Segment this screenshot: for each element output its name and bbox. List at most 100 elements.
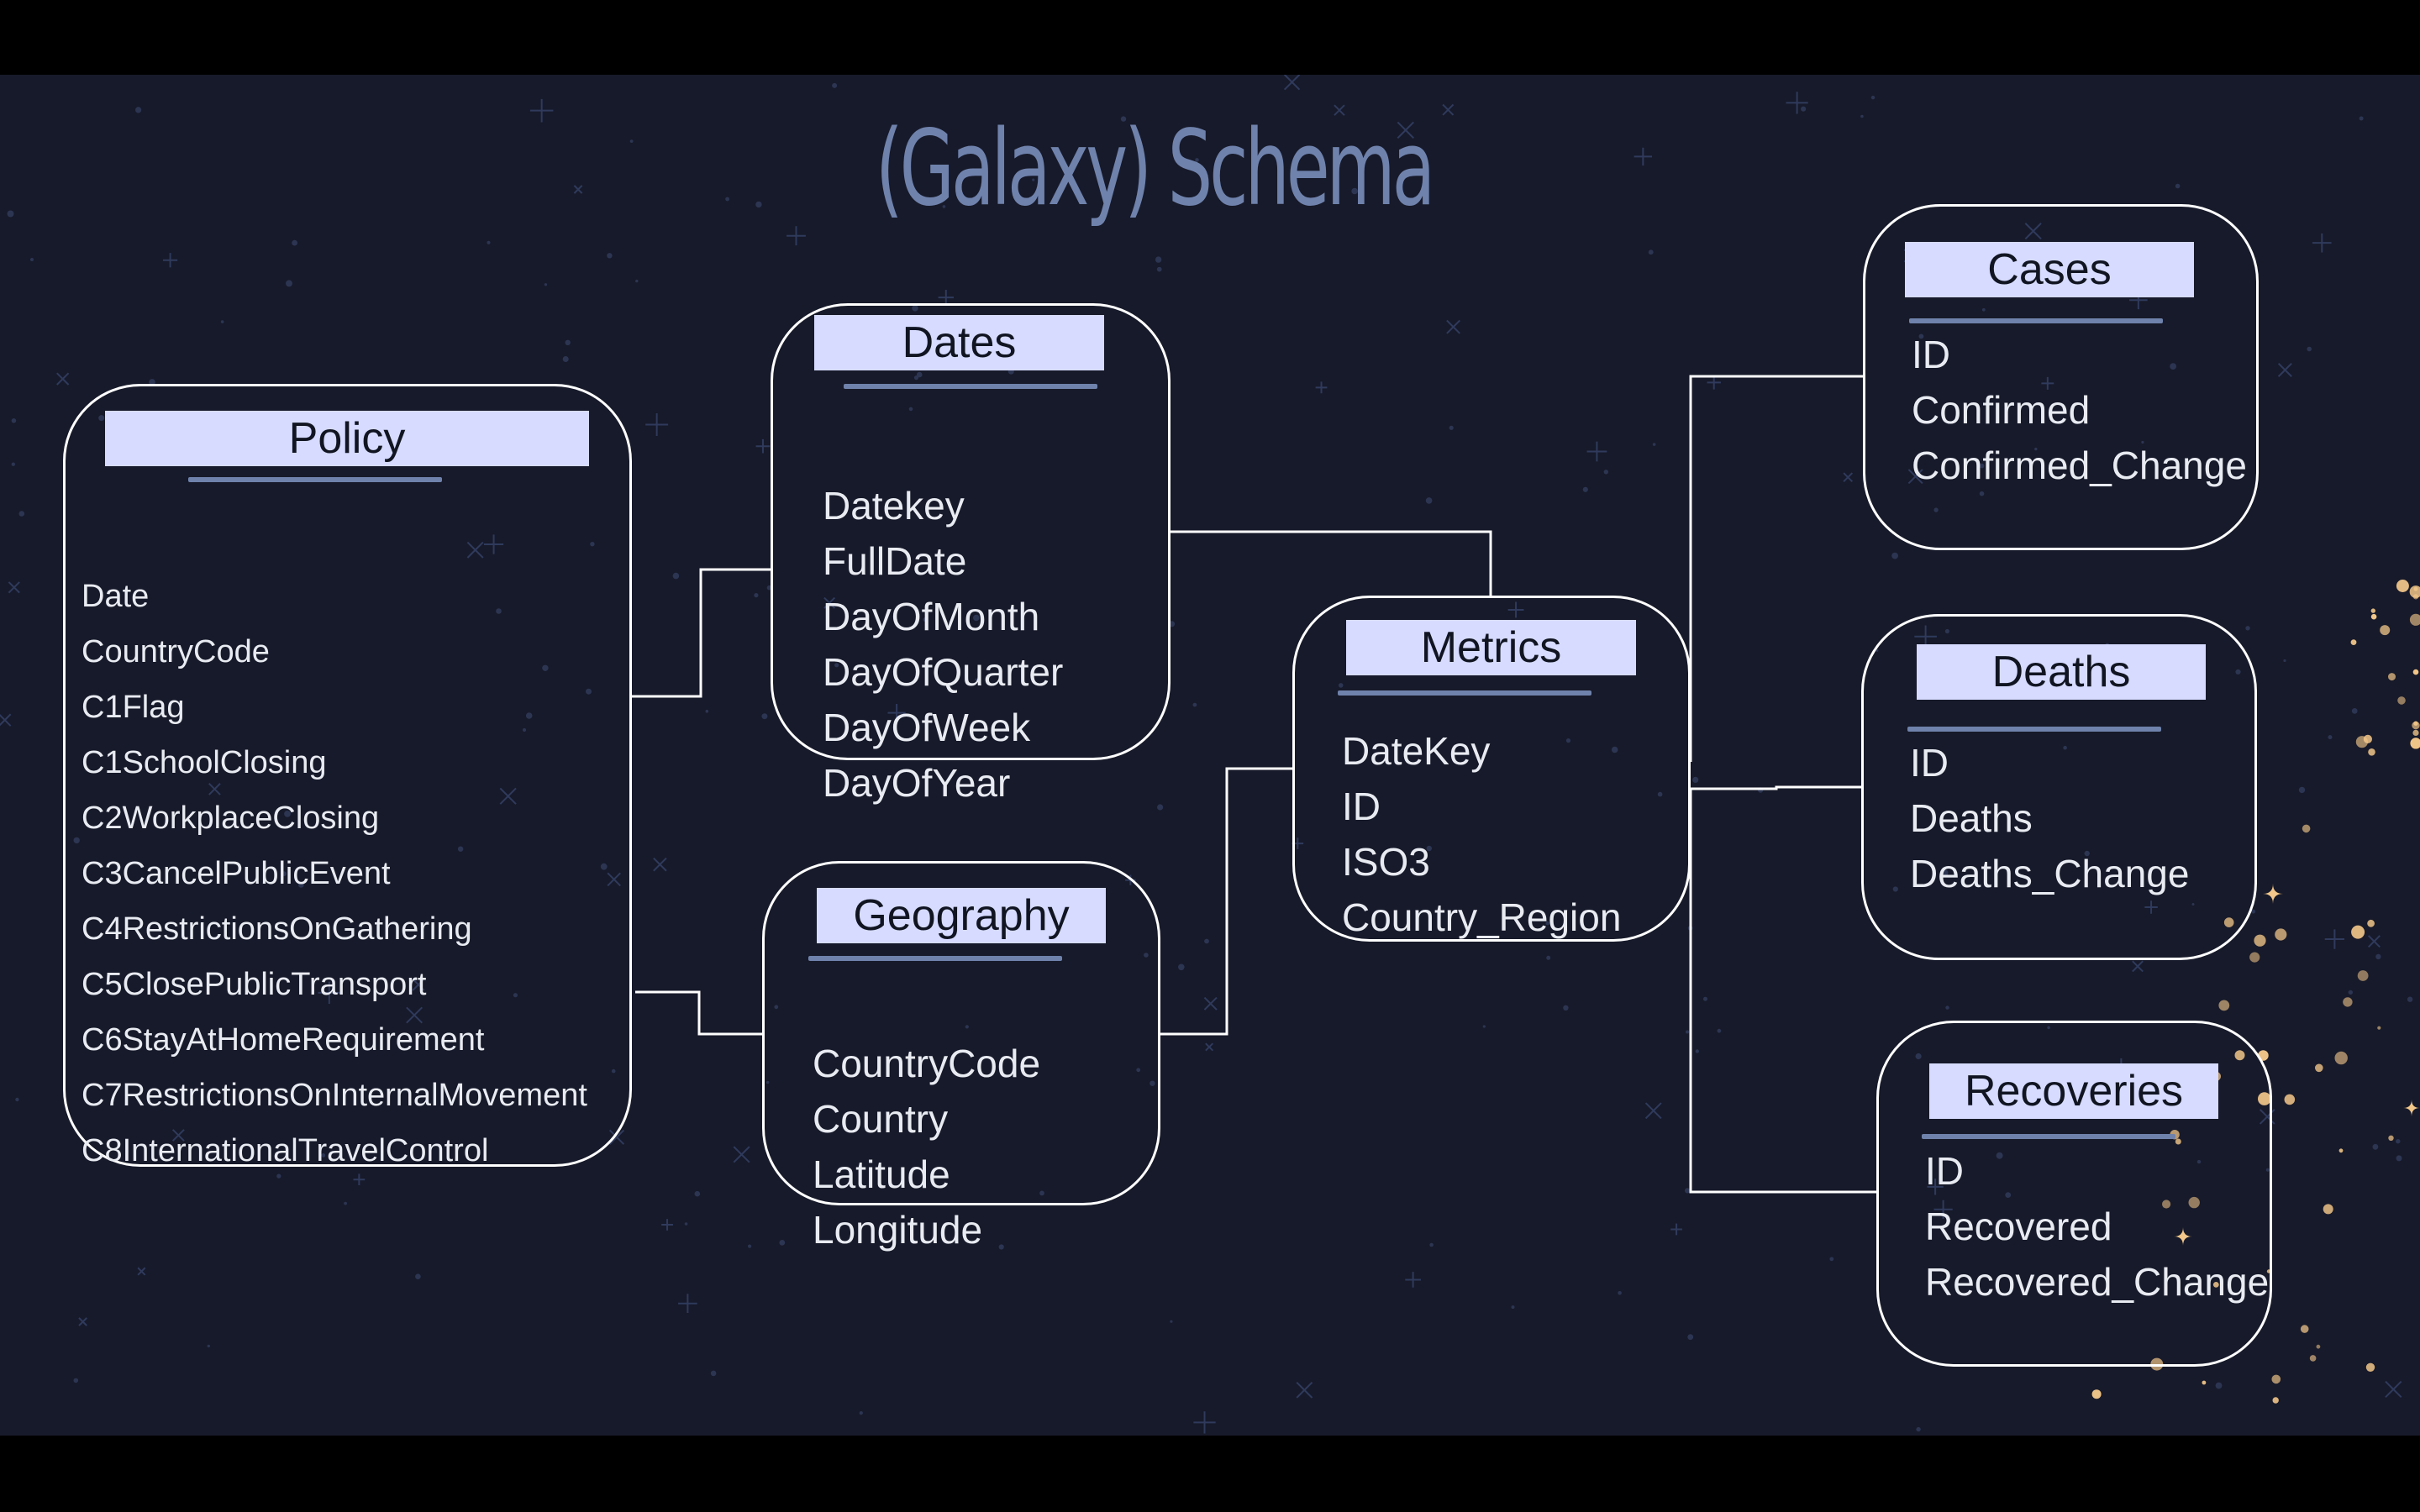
star-dot bbox=[1685, 1188, 1691, 1194]
link-metrics-cases bbox=[1689, 375, 1863, 762]
sparkle-dot bbox=[2091, 1389, 2102, 1399]
sparkle-dot bbox=[2188, 1196, 2200, 1209]
star-cross bbox=[1507, 601, 1524, 618]
link-dates-metrics bbox=[1171, 530, 1492, 596]
star-cross bbox=[1786, 92, 1808, 114]
table-metrics-header: Metrics bbox=[1346, 620, 1636, 675]
star-dot bbox=[2034, 447, 2038, 451]
star-cross bbox=[1315, 381, 1328, 394]
star-dot bbox=[965, 1025, 969, 1029]
star-dot bbox=[998, 1244, 1004, 1250]
table-geography[interactable] bbox=[762, 861, 1160, 1205]
star-dot bbox=[755, 201, 762, 208]
star-cross bbox=[1933, 1200, 1953, 1219]
table-cases[interactable] bbox=[1863, 204, 2259, 550]
star-dot bbox=[298, 882, 304, 888]
table-policy-field: C6StayAtHomeRequirement bbox=[82, 1022, 485, 1058]
star-dot bbox=[1156, 266, 1162, 272]
star-dot bbox=[1860, 114, 1864, 118]
star-dot bbox=[1918, 333, 1924, 339]
star-dot bbox=[1423, 197, 1429, 203]
star-cross bbox=[1927, 1179, 1944, 1195]
star-dot bbox=[1136, 1068, 1141, 1073]
star-dot bbox=[2396, 1155, 2402, 1162]
table-policy[interactable] bbox=[63, 384, 632, 1167]
star-cross bbox=[1296, 1381, 1313, 1399]
star-dot bbox=[1603, 470, 1609, 475]
star-dot bbox=[276, 1173, 281, 1179]
table-recoveries[interactable] bbox=[1876, 1021, 2272, 1367]
star-cross bbox=[1446, 319, 1461, 334]
star-cross bbox=[353, 1173, 366, 1186]
sparkle-dot bbox=[2254, 934, 2266, 947]
sparkle-dot bbox=[2412, 721, 2420, 730]
star-dot bbox=[611, 1068, 616, 1074]
star-dot bbox=[710, 1370, 717, 1377]
table-recoveries-field: Recovered bbox=[1925, 1205, 2112, 1248]
star-dot bbox=[2170, 363, 2177, 370]
table-metrics[interactable] bbox=[1292, 596, 1691, 942]
star-dot bbox=[487, 240, 491, 244]
page-title: (Galaxy) Schema bbox=[875, 108, 1435, 229]
star-dot bbox=[705, 709, 709, 713]
star-cross bbox=[1442, 103, 1455, 116]
star-dot bbox=[1618, 1291, 1622, 1295]
star-dot bbox=[457, 846, 464, 852]
star-dot bbox=[513, 993, 518, 998]
star-cross bbox=[2144, 900, 2158, 914]
star-cross bbox=[529, 98, 554, 123]
star-dot bbox=[1717, 1028, 1722, 1033]
sparkle-dot bbox=[2388, 673, 2396, 681]
star-dot bbox=[1546, 955, 1551, 960]
sparkle-dot bbox=[2275, 928, 2287, 941]
table-deaths[interactable] bbox=[1861, 614, 2257, 960]
star-dot bbox=[15, 1097, 19, 1102]
sparkle-dot bbox=[2334, 1051, 2348, 1065]
star-cross bbox=[733, 1146, 750, 1163]
star-dot bbox=[754, 593, 759, 598]
table-dates-field: DayOfYear bbox=[823, 761, 1011, 805]
star-dot bbox=[1996, 1152, 2003, 1159]
star-dot bbox=[1801, 106, 1807, 112]
sparkle-dot bbox=[2218, 1000, 2230, 1011]
table-policy-field: C7RestrictionsOnInternalMovement bbox=[82, 1078, 587, 1113]
star-dot bbox=[2283, 659, 2286, 663]
star-dot bbox=[1545, 921, 1549, 926]
table-policy-field: C1SchoolClosing bbox=[82, 745, 327, 780]
table-dates-underline bbox=[844, 384, 1097, 389]
star-dot bbox=[2215, 1382, 2223, 1389]
star-dot bbox=[1482, 1025, 1486, 1028]
star-dot bbox=[1150, 1080, 1155, 1086]
star-dot bbox=[30, 258, 34, 261]
star-dot bbox=[2063, 745, 2067, 750]
star-dot bbox=[1582, 486, 1588, 492]
sparkle-dot bbox=[2370, 613, 2377, 620]
star-cross bbox=[78, 1317, 87, 1326]
table-dates-field: Datekey bbox=[823, 484, 965, 528]
star-dot bbox=[207, 1344, 210, 1348]
star-dot bbox=[1891, 552, 1899, 559]
table-cases-underline bbox=[1909, 318, 2163, 323]
table-dates[interactable] bbox=[771, 303, 1171, 760]
table-metrics-underline bbox=[1338, 690, 1591, 696]
star-dot bbox=[779, 1240, 786, 1246]
star-dot bbox=[1703, 996, 1707, 1001]
table-recoveries-header: Recoveries bbox=[1929, 1063, 2218, 1119]
star-cross bbox=[1843, 472, 1854, 483]
table-geography-field: Longitude bbox=[813, 1208, 983, 1252]
star-dot bbox=[2375, 953, 2381, 960]
sparkle-dot bbox=[2315, 1063, 2323, 1073]
star-cross bbox=[2312, 233, 2332, 253]
star-cross bbox=[1193, 1411, 1216, 1434]
table-dates-header: Dates bbox=[814, 315, 1104, 370]
star-dot bbox=[1565, 738, 1571, 743]
table-dates-field: DayOfQuarter bbox=[823, 650, 1064, 694]
star-cross bbox=[1205, 1042, 1214, 1052]
table-deaths-field: ID bbox=[1910, 741, 1949, 785]
table-policy-field: C5ClosePublicTransport bbox=[82, 967, 427, 1002]
star-dot bbox=[292, 239, 297, 246]
star-dot bbox=[1425, 497, 1433, 504]
sparkle-dot bbox=[2350, 639, 2357, 645]
star-dot bbox=[2265, 1168, 2270, 1172]
star-dot bbox=[1657, 791, 1663, 797]
